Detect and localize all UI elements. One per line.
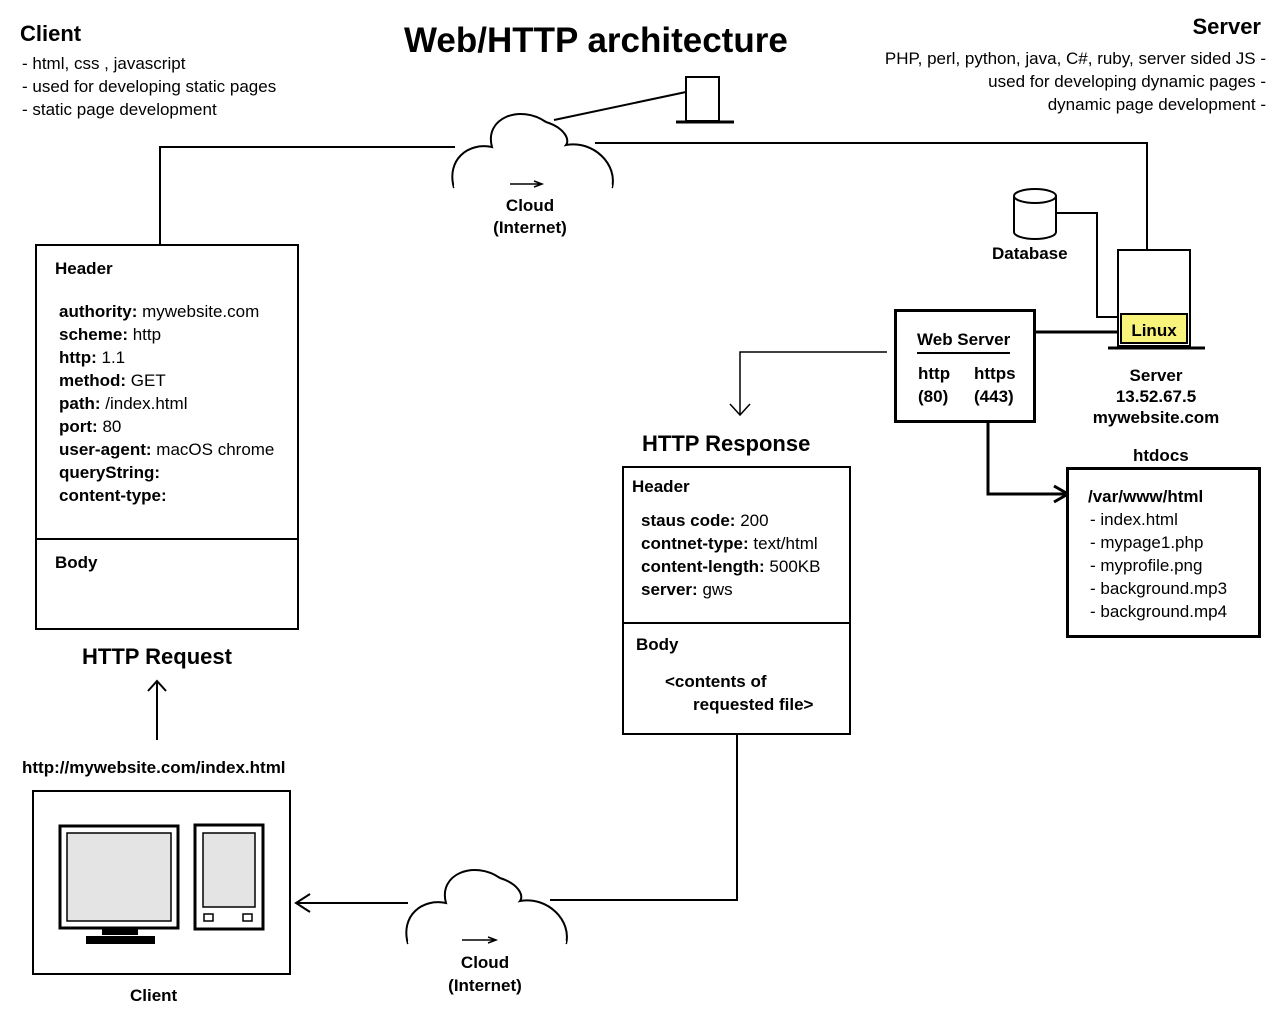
response-field: content-length: 500KB — [641, 557, 821, 576]
request-field: user-agent: macOS chrome — [59, 440, 275, 459]
server-info-line: dynamic page development - — [1047, 95, 1266, 114]
cloud-bottom-line2: (Internet) — [448, 976, 522, 995]
server-info-line: used for developing dynamic pages - — [988, 72, 1266, 91]
request-field: path: /index.html — [59, 394, 188, 413]
htdocs-file: - mypage1.php — [1090, 533, 1204, 552]
server-info-line: PHP, perl, python, java, C#, ruby, serve… — [884, 49, 1266, 68]
network-device-icon — [676, 76, 734, 124]
connector-request-to-cloud — [159, 146, 455, 245]
cloud-bottom-line1: Cloud — [460, 953, 510, 972]
web-server-box: Web Server http (80) https (443) — [894, 309, 1036, 423]
server-machine-label: Server 13.52.67.5 mywebsite.com — [1086, 365, 1226, 428]
database-icon — [1013, 188, 1057, 240]
response-header-fields: staus code: 200 contnet-type: text/html … — [641, 509, 820, 601]
database-label: Database — [992, 244, 1068, 263]
http-response-caption: HTTP Response — [642, 431, 811, 456]
request-divider — [37, 538, 297, 540]
http-response-box: Header staus code: 200 contnet-type: tex… — [622, 466, 851, 735]
client-info-heading: Client — [20, 21, 82, 46]
response-header-label: Header — [632, 477, 690, 496]
https-port: (443) — [974, 387, 1014, 406]
htdocs-file: - background.mp3 — [1090, 579, 1228, 598]
connector-cloud-to-server — [595, 142, 1148, 250]
server-ip: 13.52.67.5 — [1115, 387, 1197, 406]
connector-database-to-server — [1056, 212, 1118, 318]
request-field: scheme: http — [59, 325, 162, 344]
request-header-fields: authority: mywebsite.com scheme: http ht… — [59, 300, 274, 507]
cloud-top-line1: Cloud — [505, 196, 555, 215]
request-header-label: Header — [55, 259, 113, 278]
connector-webserver-to-response — [739, 351, 887, 414]
htdocs-file-list: - index.html - mypage1.php - myprofile.p… — [1090, 508, 1227, 623]
cloud-bottom-icon — [405, 869, 568, 945]
htdocs-file: - background.mp4 — [1090, 602, 1228, 621]
request-field: port: 80 — [59, 417, 122, 436]
response-divider — [624, 622, 849, 624]
http-label: http — [918, 364, 951, 383]
response-body-line1: <contents of — [665, 672, 767, 691]
htdocs-label: htdocs — [1133, 446, 1189, 465]
http-request-caption: HTTP Request — [82, 644, 232, 669]
response-field: staus code: 200 — [641, 511, 769, 530]
response-body-line2: requested file> — [693, 695, 814, 714]
request-field: http: 1.1 — [59, 348, 126, 367]
response-field: server: gws — [641, 580, 733, 599]
desktop-monitor-icon — [58, 824, 180, 944]
client-info-line: - html, css , javascript — [22, 54, 186, 73]
http-request-box: Header authority: mywebsite.com scheme: … — [35, 244, 299, 630]
htdocs-box: /var/www/html - index.html - mypage1.php… — [1066, 467, 1261, 638]
request-body-label: Body — [55, 553, 98, 572]
http-port: (80) — [918, 387, 949, 406]
htdocs-path: /var/www/html — [1088, 487, 1204, 506]
htdocs-file: - myprofile.png — [1090, 556, 1203, 575]
request-field: queryString: — [59, 463, 161, 482]
htdocs-file: - index.html — [1090, 510, 1178, 529]
response-field: contnet-type: text/html — [641, 534, 818, 553]
response-body-label: Body — [636, 635, 679, 654]
linux-os-badge: Linux — [1120, 313, 1188, 344]
https-label: https — [974, 364, 1016, 383]
request-field: content-type: — [59, 486, 167, 505]
request-field: authority: mywebsite.com — [59, 302, 260, 321]
client-info-line: - static page development — [22, 100, 217, 119]
tablet-icon — [193, 823, 265, 931]
request-field: method: GET — [59, 371, 166, 390]
web-server-http: http (80) — [918, 362, 950, 408]
web-server-title: Web Server — [917, 330, 1011, 354]
connector-response-to-cloud — [550, 734, 738, 901]
request-url: http://mywebsite.com/index.html — [22, 758, 286, 777]
client-label: Client — [130, 986, 178, 1005]
cloud-top-icon — [451, 113, 614, 189]
cloud-top-label: Cloud (Internet) — [470, 195, 590, 239]
server-info-heading: Server — [1192, 14, 1261, 39]
cloud-bottom-label: Cloud (Internet) — [425, 951, 545, 997]
connector-cloud-to-device — [553, 91, 687, 121]
cloud-top-line2: (Internet) — [493, 218, 567, 237]
page-title: Web/HTTP architecture — [404, 21, 788, 60]
connector-webserver-to-htdocs — [986, 423, 1066, 496]
client-info-line: - used for developing static pages — [22, 77, 277, 96]
server-name: Server — [1129, 366, 1183, 385]
server-domain: mywebsite.com — [1092, 408, 1220, 427]
web-server-https: https (443) — [974, 362, 1016, 408]
